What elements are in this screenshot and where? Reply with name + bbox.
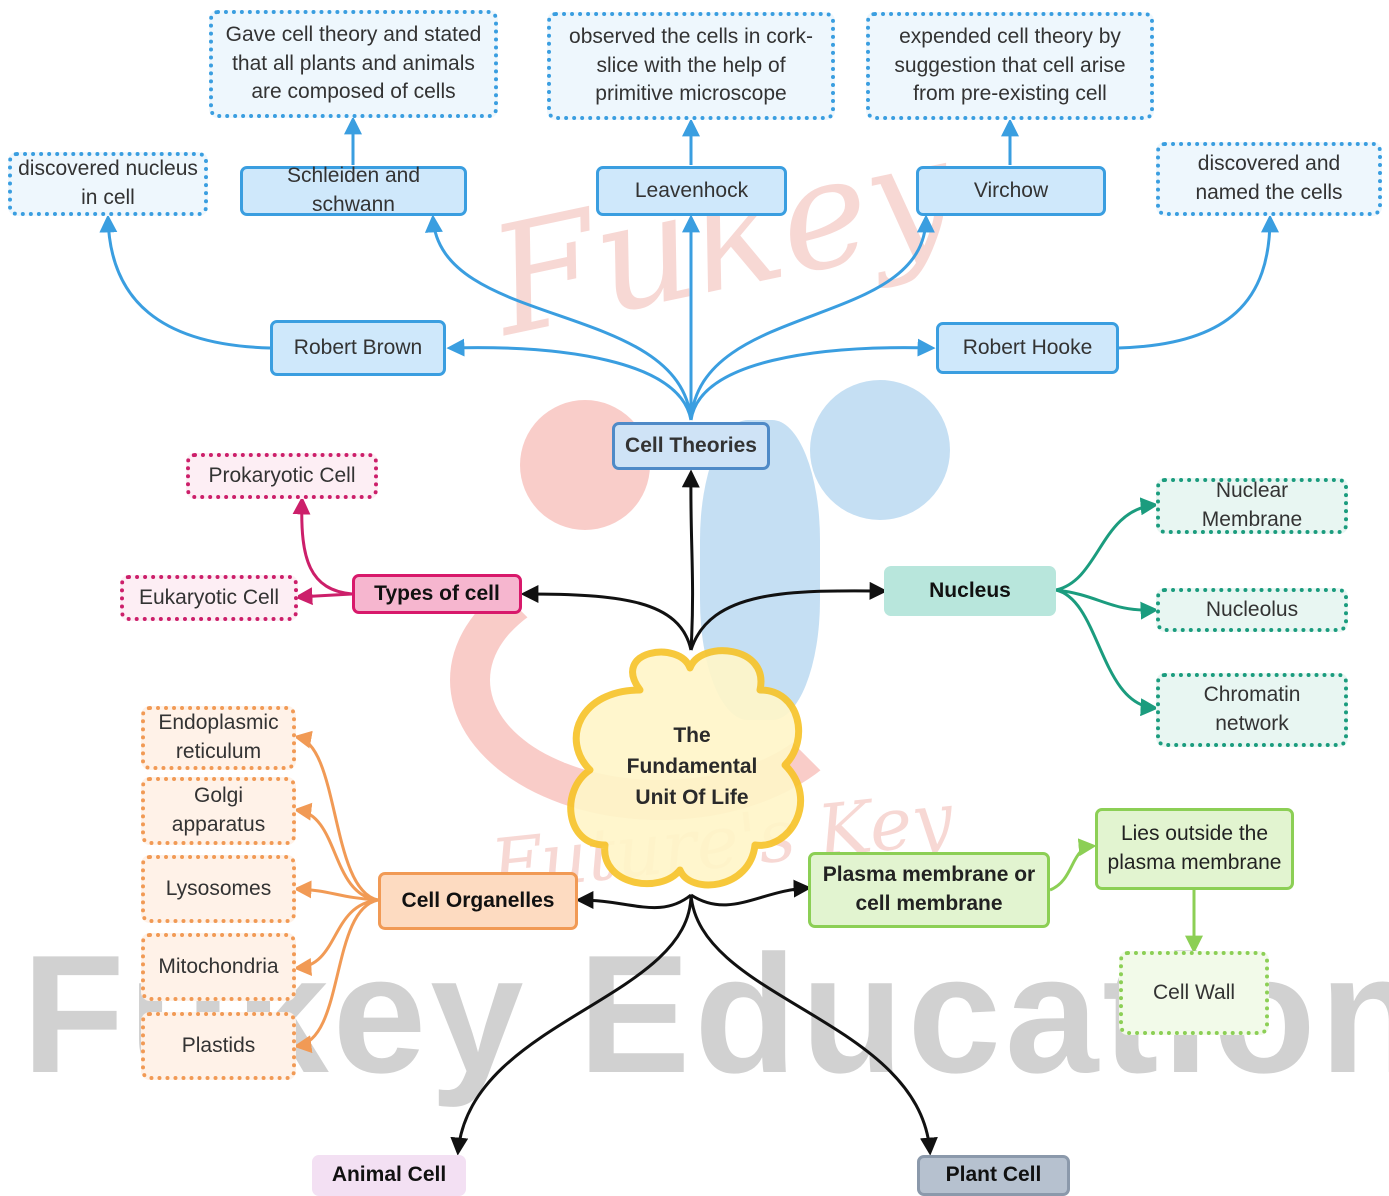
plant-cell-node[interactable]: Plant Cell (917, 1155, 1070, 1196)
types-of-cell-node[interactable]: Types of cell (352, 574, 522, 614)
prokaryotic-node: Prokaryotic Cell (186, 453, 378, 499)
virchow-node[interactable]: Virchow (916, 166, 1106, 216)
animal-cell-node[interactable]: Animal Cell (312, 1155, 466, 1196)
main-edges (450, 469, 938, 1156)
edge-organelles-mito (293, 898, 379, 976)
edge-theories-virchow (689, 214, 935, 421)
endoplasmic-reticulum-node: Endoplasmic reticulum (141, 706, 296, 770)
nucleus-edges (1055, 497, 1159, 717)
center-line-1: The (673, 724, 711, 747)
plastids-node: Plastids (141, 1012, 296, 1080)
edge-center-theories (681, 469, 700, 651)
leavenhock-note: observed the cells in cork-slice with th… (547, 12, 835, 120)
golgi-apparatus-node: Golgi apparatus (141, 777, 296, 845)
robert-brown-node[interactable]: Robert Brown (270, 320, 446, 376)
organelles-edges (293, 730, 379, 1054)
cell-theories-edges (99, 116, 1279, 421)
mitochondria-node: Mitochondria (141, 933, 296, 1001)
center-line-3: Unit Of Life (635, 786, 749, 810)
edge-nucleus-chromatin (1055, 588, 1159, 717)
robert-hooke-note: discovered and named the cells (1156, 142, 1382, 216)
edge-organelles-lysosomes (293, 880, 379, 902)
edge-center-plasma (690, 879, 812, 907)
nucleolus-node: Nucleolus (1156, 588, 1348, 632)
edge-types-eukaryotic (294, 587, 353, 606)
lies-outside-node: Lies outside the plasma membrane (1095, 808, 1294, 890)
edge-theories-schleiden (424, 214, 693, 421)
lysosomes-node: Lysosomes (141, 855, 296, 923)
edge-center-nucleus (689, 581, 888, 651)
edge-types-prokaryotic (292, 496, 353, 596)
edge-theories-robert-hooke (689, 338, 936, 421)
cell-theories-node[interactable]: Cell Theories (612, 422, 770, 470)
edge-organelles-golgi (293, 802, 379, 902)
edge-center-animal (450, 894, 693, 1156)
robert-hooke-node[interactable]: Robert Hooke (936, 322, 1119, 374)
types-of-cell-edges (292, 496, 353, 606)
plasma-membrane-edges (1049, 838, 1203, 954)
center-line-2: Fundamental (626, 755, 758, 779)
edge-center-organelles (575, 891, 692, 910)
schleiden-node[interactable]: Schleiden and schwann (240, 164, 467, 216)
edge-theories-robert-brown (446, 338, 693, 421)
edge-center-plant (689, 894, 938, 1156)
edge-organelles-er (293, 730, 379, 902)
plasma-membrane-node[interactable]: Plasma membrane or cell membrane (808, 852, 1050, 928)
edge-nucleus-membrane (1055, 497, 1159, 592)
nucleus-node[interactable]: Nucleus (884, 566, 1056, 616)
center-title: The Fundamental Unit Of Life (612, 720, 772, 813)
leavenhock-node[interactable]: Leavenhock (596, 166, 787, 216)
chromatin-node: Chromatin network (1156, 673, 1348, 747)
edge-robert-brown-note (99, 214, 271, 350)
eukaryotic-node: Eukaryotic Cell (120, 575, 298, 621)
cell-wall-node: Cell Wall (1119, 951, 1269, 1035)
cell-organelles-node[interactable]: Cell Organelles (378, 872, 578, 930)
robert-brown-note: discovered nucleus in cell (8, 152, 208, 216)
schleiden-note: Gave cell theory and stated that all pla… (209, 10, 498, 118)
nuclear-membrane-node: Nuclear Membrane (1156, 478, 1348, 534)
virchow-note: expended cell theory by suggestion that … (866, 12, 1154, 120)
edge-robert-hooke-note (1117, 214, 1279, 350)
edge-center-types (520, 585, 693, 651)
edge-plasma-outside (1049, 838, 1097, 892)
edge-nucleus-nucleolus (1055, 588, 1159, 620)
edge-organelles-plastids (293, 898, 379, 1054)
center-cloud-shape (567, 647, 805, 889)
